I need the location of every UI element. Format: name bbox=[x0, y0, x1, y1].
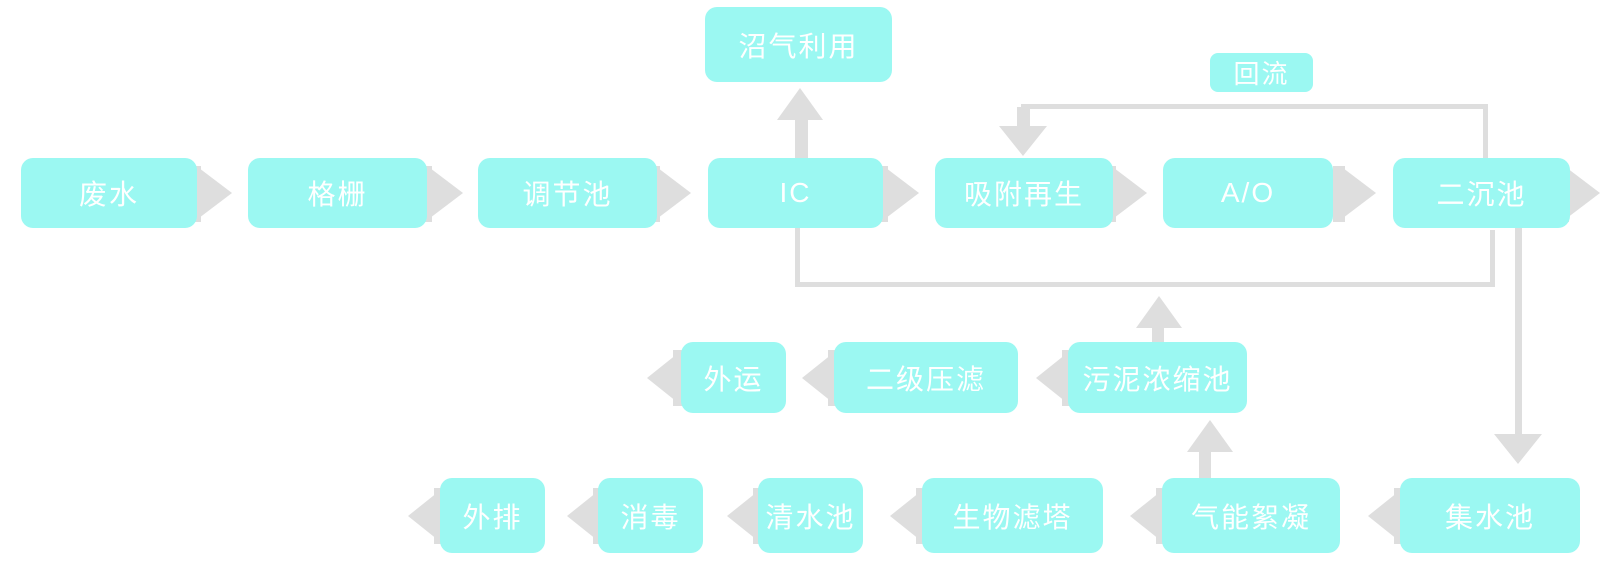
connector-line bbox=[1333, 166, 1345, 222]
arrow-left-icon bbox=[1368, 492, 1398, 540]
arrow-up-icon bbox=[1187, 420, 1233, 452]
arrow-right-icon bbox=[658, 168, 691, 218]
node-ic-reactor: IC bbox=[708, 158, 883, 228]
connector-line bbox=[795, 228, 800, 287]
arrow-left-icon bbox=[1036, 354, 1066, 402]
node-wastewater: 废水 bbox=[21, 158, 197, 228]
node-gas-flocculation: 气能絮凝 bbox=[1162, 478, 1340, 553]
connector-line bbox=[1152, 324, 1164, 342]
label-reflux: 回流 bbox=[1210, 53, 1313, 92]
node-discharge: 外排 bbox=[440, 478, 545, 553]
connector-line bbox=[1490, 230, 1495, 285]
arrow-left-icon bbox=[408, 492, 438, 540]
node-secondary-clarifier: 二沉池 bbox=[1393, 158, 1570, 228]
connector-line bbox=[1017, 107, 1030, 129]
arrow-right-icon bbox=[1343, 168, 1376, 218]
arrow-left-icon bbox=[890, 492, 920, 540]
connector-line bbox=[1021, 104, 1488, 109]
connector-line bbox=[1483, 105, 1488, 160]
arrow-down-icon bbox=[1494, 434, 1542, 464]
node-ao-process: A/O bbox=[1163, 158, 1333, 228]
node-disinfection: 消毒 bbox=[598, 478, 703, 553]
arrow-right-icon bbox=[1567, 168, 1600, 218]
arrow-up-icon bbox=[1136, 296, 1182, 328]
node-clean-water-tank: 清水池 bbox=[758, 478, 863, 553]
arrow-down-icon bbox=[999, 126, 1047, 156]
connector-line bbox=[1199, 448, 1211, 480]
arrow-right-icon bbox=[199, 168, 232, 218]
arrow-up-icon bbox=[777, 88, 823, 120]
arrow-right-icon bbox=[886, 168, 919, 218]
node-equalization-tank: 调节池 bbox=[478, 158, 657, 228]
node-biofilter-tower: 生物滤塔 bbox=[922, 478, 1103, 553]
node-sludge-thickener: 污泥浓缩池 bbox=[1068, 342, 1247, 413]
arrow-left-icon bbox=[802, 354, 832, 402]
arrow-left-icon bbox=[1130, 492, 1160, 540]
node-secondary-filter-press: 二级压滤 bbox=[834, 342, 1018, 413]
node-biogas-utilization: 沼气利用 bbox=[705, 7, 892, 82]
node-adsorption-regeneration: 吸附再生 bbox=[935, 158, 1113, 228]
node-collection-tank: 集水池 bbox=[1400, 478, 1580, 553]
node-bar-screen: 格栅 bbox=[248, 158, 427, 228]
arrow-left-icon bbox=[647, 354, 677, 402]
connector-line bbox=[1515, 228, 1522, 438]
arrow-left-icon bbox=[727, 492, 757, 540]
node-offsite-transport: 外运 bbox=[681, 342, 786, 413]
arrow-right-icon bbox=[430, 168, 463, 218]
arrow-right-icon bbox=[1114, 168, 1147, 218]
arrow-left-icon bbox=[567, 492, 597, 540]
connector-line bbox=[795, 282, 1495, 287]
connector-line bbox=[795, 116, 808, 160]
